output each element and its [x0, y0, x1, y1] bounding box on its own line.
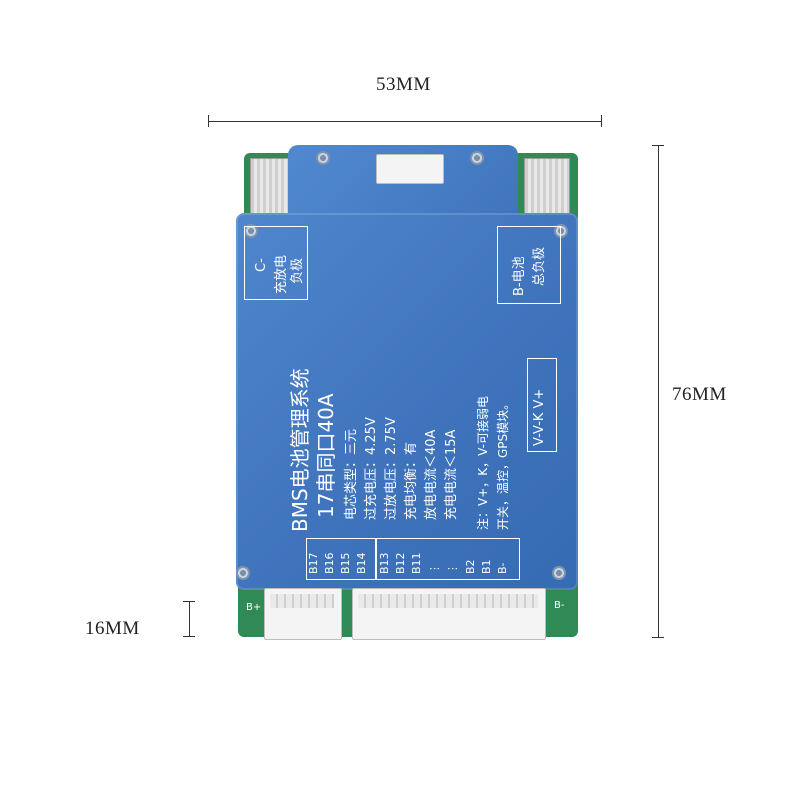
screw-icon	[316, 151, 330, 165]
screw-icon	[470, 151, 484, 165]
left-box-line-3: 负极	[290, 257, 305, 284]
pcb-label-left: B+	[246, 602, 262, 613]
wire-label: ⋮	[446, 563, 459, 574]
left-terminal-box	[244, 226, 308, 300]
wire-label: B16	[323, 552, 336, 574]
note-line-1: 注：V+，K，V-可接弱电	[476, 396, 490, 530]
port-label-box	[527, 358, 557, 452]
wire-box-low	[376, 538, 520, 580]
connector-pins	[358, 594, 538, 608]
wire-label: B15	[339, 552, 352, 574]
height-dimension-line	[658, 145, 659, 638]
wire-label: ⋮	[428, 563, 441, 574]
screw-icon	[552, 566, 566, 580]
terminal-pad-right	[524, 158, 570, 220]
right-box-line-2: 总负极	[532, 246, 547, 286]
top-connector	[376, 154, 444, 184]
connector-pins	[270, 594, 334, 608]
screw-icon	[554, 224, 568, 238]
width-dimension-label: 53MM	[376, 74, 431, 95]
wire-label: B-	[496, 562, 509, 574]
left-box-line-1: C-	[254, 258, 269, 272]
board-title: BMS电池管理系统	[288, 368, 312, 532]
port-label: V-V-K V+	[532, 388, 547, 446]
spec-line: 过充电压：4.25V	[364, 417, 379, 520]
screw-icon	[236, 566, 250, 580]
pcb-label-right: B-	[554, 600, 565, 611]
wire-label: B13	[378, 552, 391, 574]
wire-label: B12	[394, 552, 407, 574]
width-dimension-line	[208, 121, 602, 122]
wire-label: B2	[464, 559, 477, 574]
spec-line: 放电电流＜40A	[424, 429, 439, 520]
thickness-dimension-tick-bottom	[183, 636, 195, 637]
thickness-dimension-line	[189, 601, 190, 637]
height-dimension-label: 76MM	[672, 384, 727, 405]
board-subtitle: 17串同口40A	[314, 393, 338, 518]
spec-line: 过放电压：2.75V	[384, 417, 399, 520]
wire-label: B17	[307, 552, 320, 574]
wire-label: B1	[480, 559, 493, 574]
wire-label: B14	[355, 552, 368, 574]
wire-label: B11	[410, 552, 423, 574]
wire-box-high	[306, 538, 376, 580]
right-terminal-box	[497, 226, 561, 304]
terminal-pad-left	[250, 158, 290, 220]
height-dimension-tick-top	[652, 145, 664, 146]
thickness-dimension-label: 16MM	[85, 618, 140, 639]
thickness-dimension-tick-top	[183, 601, 195, 602]
heatsink-plate	[236, 213, 578, 590]
screw-icon	[244, 224, 258, 238]
width-dimension-tick-left	[208, 115, 209, 127]
spec-line: 充电电流＜15A	[444, 429, 459, 520]
height-dimension-tick-bottom	[652, 637, 664, 638]
note-line-2: 开关，温控，GPS模块。	[496, 397, 510, 530]
spec-line: 电芯类型：三元	[344, 428, 359, 520]
spec-line: 充电均衡：有	[404, 441, 419, 520]
right-box-line-1: B-电池	[512, 256, 527, 296]
width-dimension-tick-right	[601, 115, 602, 127]
